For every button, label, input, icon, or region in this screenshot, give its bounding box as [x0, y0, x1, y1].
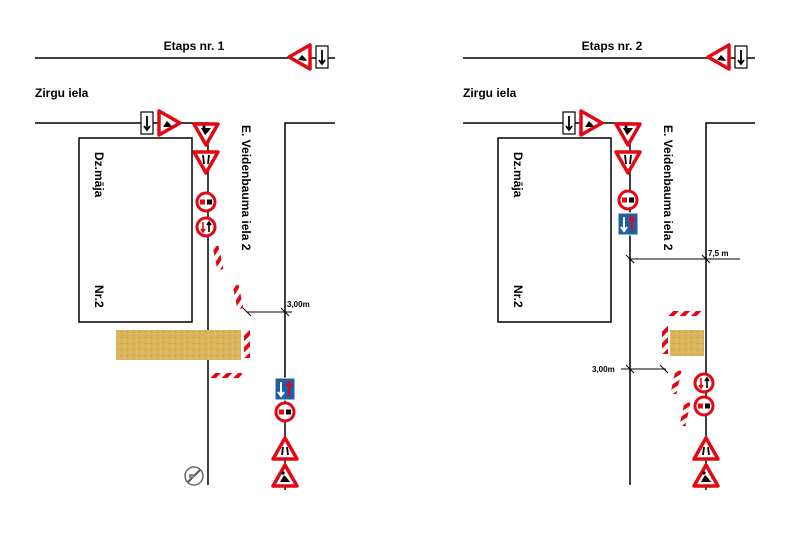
work-zone: [116, 330, 241, 360]
street-top-label: Zirgu iela: [463, 86, 517, 100]
building: [78, 137, 193, 323]
road-line-left: [35, 122, 209, 485]
barrier: [670, 369, 682, 395]
oncoming-priority-sign-icon: [693, 372, 715, 394]
roadworks-warning-sign-icon: [287, 43, 312, 71]
no-overtaking-sign-icon: [195, 191, 217, 213]
priority-over-oncoming-sign-icon: [274, 377, 296, 401]
dimension-width-label: 7,5 m: [708, 249, 728, 258]
stage-1: Etaps nr. 1 Zirgu iela Dz.māja Nr.2 E. V…: [35, 39, 335, 490]
direction-arrow-sign-icon: [734, 45, 748, 69]
dimension-tick: [625, 254, 635, 264]
road-line-right: [284, 122, 335, 490]
roadworks-sign-icon: [194, 124, 218, 145]
priority-over-oncoming-sign-icon: [617, 212, 639, 236]
building: [497, 137, 612, 323]
roadworks-sign-icon: [616, 124, 640, 145]
building-number: Nr.2: [511, 285, 525, 308]
street-top-label: Zirgu iela: [35, 86, 89, 100]
direction-arrow-sign-icon: [140, 111, 154, 135]
roadworks-warning-sign-icon: [579, 109, 604, 137]
dimension-tick: [659, 364, 669, 374]
barrier: [668, 311, 702, 316]
building-number: Nr.2: [92, 285, 106, 308]
dimension-label: 3,00m: [287, 300, 310, 309]
street-side-label: E. Veidenbauma iela 2: [661, 125, 675, 251]
end-restriction-sign-icon: [184, 466, 204, 486]
no-overtaking-sign-icon: [274, 401, 296, 423]
stage-1-title: Etaps nr. 1: [164, 39, 225, 53]
oncoming-priority-sign-icon: [195, 216, 217, 238]
dimension-label: 3,00m: [592, 365, 615, 374]
no-overtaking-sign-icon: [617, 189, 639, 211]
dimension-tick: [280, 307, 290, 317]
road-narrows-sign-icon: [273, 438, 297, 459]
roadworks-warning-sign-icon: [157, 109, 182, 137]
road-line-left: [463, 122, 631, 485]
stage-2: Etaps nr. 2 Zirgu iela Dz.māja Nr.2 E. V…: [463, 39, 755, 490]
building-name: Dz.māja: [511, 152, 525, 198]
direction-arrow-sign-icon: [562, 111, 576, 135]
barrier: [662, 326, 668, 354]
road-line-right: [705, 122, 755, 490]
roadworks-sign-icon: [694, 465, 718, 486]
street-side-label: E. Veidenbauma iela 2: [239, 125, 253, 251]
work-zone: [670, 330, 704, 356]
dimension-tick: [625, 364, 635, 374]
dimension-tick: [701, 254, 711, 264]
direction-arrow-sign-icon: [315, 45, 329, 69]
barrier: [232, 284, 244, 310]
dimension-tick: [242, 307, 252, 317]
barrier: [679, 401, 691, 427]
building-name: Dz.māja: [92, 152, 106, 198]
roadworks-warning-sign-icon: [706, 43, 731, 71]
barrier: [212, 245, 224, 271]
stage-2-title: Etaps nr. 2: [582, 39, 643, 53]
road-narrows-sign-icon: [616, 152, 640, 173]
no-overtaking-sign-icon: [693, 395, 715, 417]
barrier: [210, 373, 242, 378]
roadworks-sign-icon: [273, 465, 297, 486]
road-narrows-sign-icon: [694, 438, 718, 459]
barrier: [244, 330, 250, 358]
road-narrows-sign-icon: [194, 152, 218, 173]
